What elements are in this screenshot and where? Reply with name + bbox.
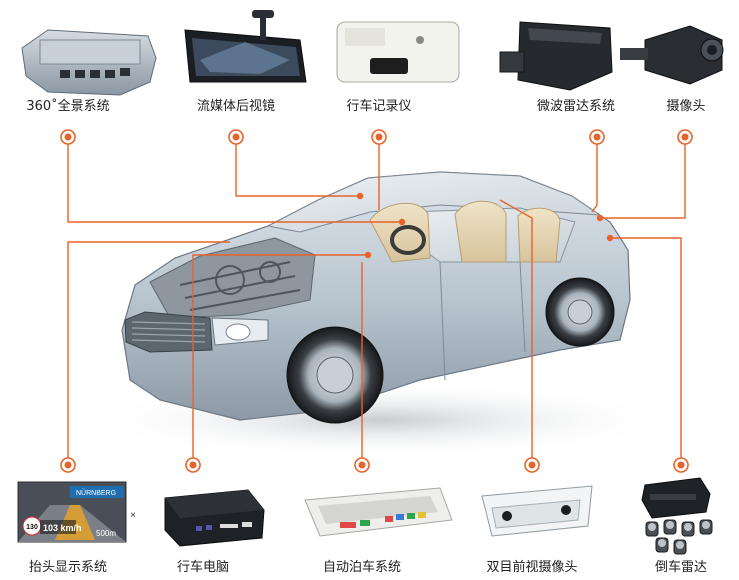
marker-top-5 xyxy=(677,129,693,145)
hud-city-text: NÜRNBERG xyxy=(76,489,116,497)
marker-top-2 xyxy=(228,129,244,145)
reverse-radar-icon xyxy=(641,477,713,555)
marker-bottom-2 xyxy=(185,457,201,473)
hud-speed-text: 103 km/h xyxy=(43,523,82,533)
label-reverse-radar: 倒车雷达 xyxy=(654,560,708,575)
label-hud: 抬头显示系统 xyxy=(28,560,108,575)
label-streaming-mirror: 流媒体后视镜 xyxy=(196,99,276,114)
label-auto-parking: 自动泊车系统 xyxy=(322,560,402,575)
streaming-rearview-mirror-icon xyxy=(184,10,307,83)
microwave-radar-icon xyxy=(499,21,613,91)
car-illustration xyxy=(80,171,680,458)
hud-distance-text: 500m xyxy=(96,529,116,538)
trip-computer-icon xyxy=(164,489,265,547)
marker-top-1 xyxy=(60,129,76,145)
top-markers xyxy=(60,129,693,145)
dashcam-icon xyxy=(336,21,460,83)
bottom-markers xyxy=(60,457,689,473)
marker-bottom-5 xyxy=(673,457,689,473)
label-trip-computer: 行车电脑 xyxy=(176,560,230,575)
label-360-surround-view: 360˚全景系统 xyxy=(26,99,110,114)
marker-bottom-1 xyxy=(60,457,76,473)
marker-bottom-4 xyxy=(524,457,540,473)
stereo-camera-icon xyxy=(481,485,593,537)
marker-top-4 xyxy=(589,129,605,145)
hud-icon xyxy=(17,481,127,543)
surround-view-ecu-icon xyxy=(21,29,157,96)
label-microwave-radar: 微波雷达系统 xyxy=(536,99,616,114)
hud-speed-limit-text: 130 xyxy=(26,524,38,531)
camera-icon xyxy=(620,25,724,85)
label-camera: 摄像头 xyxy=(666,99,706,114)
marker-bottom-3 xyxy=(354,457,370,473)
parking-module-icon xyxy=(304,487,453,537)
label-stereo-camera: 双目前视摄像头 xyxy=(486,560,578,575)
label-dashcam: 行车记录仪 xyxy=(346,99,412,114)
connector-lines xyxy=(67,143,686,465)
multiply-sign: × xyxy=(130,510,136,521)
marker-top-3 xyxy=(371,129,387,145)
